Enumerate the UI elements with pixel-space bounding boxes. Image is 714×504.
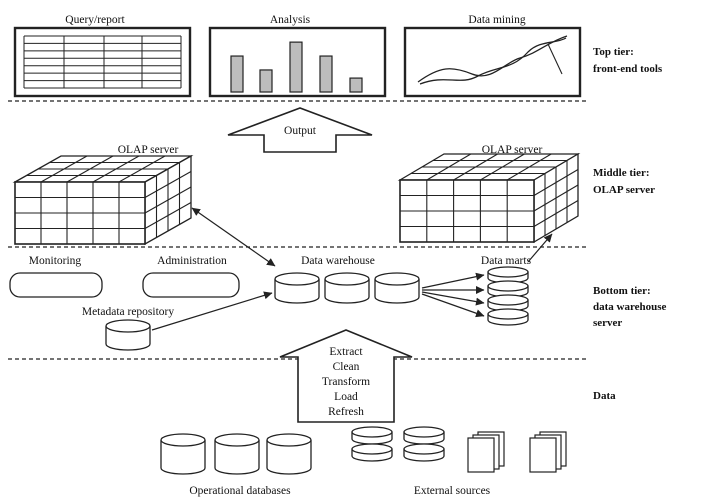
data-marts-label: Data marts	[481, 255, 532, 267]
tier-label-bottom-2: data warehouse	[593, 301, 667, 313]
data-mining-curve-icon	[417, 35, 568, 85]
document-page	[529, 437, 557, 473]
olap-cube-right	[397, 152, 581, 244]
bottom-tier: Monitoring Administration Data warehouse…	[9, 207, 667, 351]
output-arrow	[227, 107, 373, 153]
data-warehouse-storage	[274, 272, 420, 304]
metadata-cylinder	[105, 326, 151, 351]
external-sources-label: External sources	[414, 485, 491, 497]
output-label: Output	[284, 125, 317, 137]
tier-label-middle-2: OLAP server	[593, 184, 655, 196]
operational-db-cylinder-top	[160, 433, 206, 447]
data-marts-storage	[487, 266, 529, 326]
analysis-bar	[230, 55, 244, 93]
middle-tier: Output OLAP server OLAP server Middle ti…	[12, 107, 655, 246]
analysis-bar	[319, 55, 333, 93]
arrow-dw-to-mart-1	[421, 272, 485, 289]
olap-server-left-label: OLAP server	[118, 144, 179, 156]
arrow-metadata-to-dw	[151, 291, 273, 331]
top-tier: Query/report Analysis Data mining Top ti…	[13, 14, 663, 98]
data-tier: Data Operational databases External sour…	[160, 390, 616, 497]
data-mart-disk-top	[487, 266, 529, 278]
warehouse-cylinder	[324, 279, 370, 304]
tier-label-data: Data	[593, 390, 616, 402]
etl-step-transform: Transform	[322, 376, 370, 388]
analysis-bar	[259, 69, 273, 93]
arrow-dw-to-mart-4	[421, 293, 485, 318]
external-sources-documents	[467, 431, 567, 473]
external-disk-top	[403, 426, 445, 438]
warehouse-cylinder	[374, 279, 420, 304]
tier-label-top-1: Top tier:	[593, 46, 634, 58]
etl-step-load: Load	[334, 391, 358, 403]
external-disk-top	[351, 443, 393, 455]
metadata-cylinder-top	[105, 319, 151, 333]
operational-db-cylinder-top	[214, 433, 260, 447]
tier-label-bottom-3: server	[593, 317, 622, 329]
operational-db-cylinder-top	[266, 433, 312, 447]
etl-step-refresh: Refresh	[328, 406, 364, 418]
document-page	[467, 437, 495, 473]
analysis-bar	[349, 77, 363, 93]
arrow-marts-to-olap-right	[527, 233, 553, 263]
operational-db-cylinder	[266, 440, 312, 475]
tier-label-bottom-1: Bottom tier:	[593, 285, 651, 297]
arrow-dw-to-mart-3	[421, 291, 485, 306]
external-disk-top	[403, 443, 445, 455]
warehouse-cylinder-top	[324, 272, 370, 286]
monitoring-label: Monitoring	[29, 255, 82, 267]
data-warehouse-label: Data warehouse	[301, 255, 375, 267]
tier-label-top-2: front-end tools	[593, 63, 663, 75]
query-report-panel	[13, 26, 192, 98]
analysis-bar-chart-icon	[230, 41, 363, 93]
tier-label-middle-1: Middle tier:	[593, 167, 650, 179]
data-mart-disk-top	[487, 294, 529, 306]
operational-db-cylinder	[160, 440, 206, 475]
analysis-panel	[208, 26, 387, 98]
arrow-dw-to-olap-left	[191, 207, 276, 267]
external-disk-top	[351, 426, 393, 438]
metadata-repository-label: Metadata repository	[82, 306, 175, 318]
warehouse-cylinder-top	[274, 272, 320, 286]
data-mart-disk-top	[487, 308, 529, 320]
data-mart-disk-top	[487, 280, 529, 292]
monitoring-box	[9, 272, 103, 298]
tool-label-query-report: Query/report	[65, 14, 125, 26]
etl-step-clean: Clean	[333, 361, 360, 373]
administration-box	[142, 272, 240, 298]
tool-label-data-mining: Data mining	[468, 14, 525, 26]
operational-db-cylinder	[214, 440, 260, 475]
olap-cube-left	[12, 154, 194, 246]
administration-label: Administration	[157, 255, 227, 267]
operational-databases	[160, 433, 312, 475]
warehouse-cylinder-top	[374, 272, 420, 286]
tool-label-analysis: Analysis	[270, 14, 311, 26]
etl-step-extract: Extract	[329, 346, 363, 358]
external-sources-stacks	[351, 426, 445, 462]
analysis-bar	[289, 41, 303, 93]
olap-server-right-label: OLAP server	[482, 144, 543, 156]
operational-databases-label: Operational databases	[189, 485, 291, 497]
etl-arrow: Extract Clean Transform Load Refresh	[279, 329, 413, 423]
metadata-repository-cylinder	[105, 319, 151, 351]
report-table-icon	[23, 35, 182, 89]
data-mining-panel	[403, 26, 582, 98]
warehouse-cylinder	[274, 279, 320, 304]
